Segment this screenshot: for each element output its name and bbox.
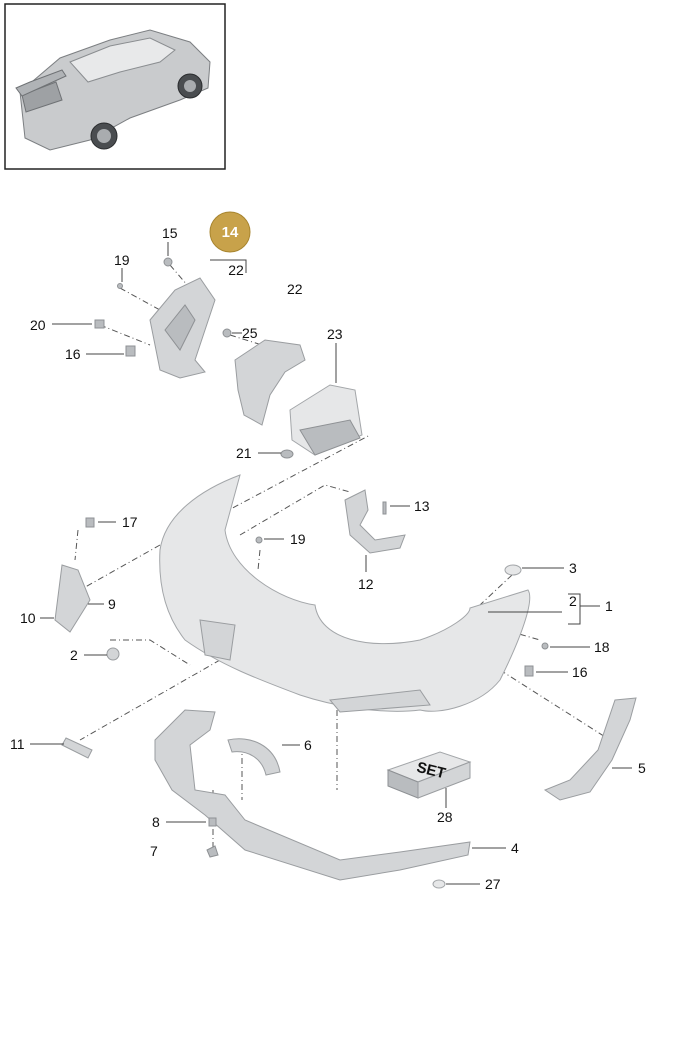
clip-icon	[524, 665, 534, 677]
clip-icon	[125, 345, 136, 357]
screw-icon	[255, 536, 263, 544]
callout-27: 27	[485, 876, 501, 892]
callout-3: 3	[569, 560, 577, 576]
part-lower-diffuser-4[interactable]	[154, 709, 471, 881]
callout-7: 7	[150, 843, 158, 859]
callout-23: 23	[327, 326, 343, 342]
badge-label: 14	[222, 224, 239, 241]
callout-12: 12	[358, 576, 374, 592]
group-badge[interactable]: 14 22	[209, 211, 251, 278]
callout-10: 10	[20, 610, 36, 626]
small-fasteners	[85, 257, 549, 889]
callout-22: 22	[287, 281, 303, 297]
callout-17: 17	[122, 514, 138, 530]
part-bracket-6[interactable]	[227, 738, 281, 776]
thumbnail-panel[interactable]	[4, 3, 226, 170]
callout-16-lower: 16	[572, 664, 588, 680]
grommet-icon	[504, 564, 522, 576]
callout-8: 8	[152, 814, 160, 830]
callout-16: 16	[65, 346, 81, 362]
clip-icon	[94, 319, 105, 329]
part-bracket-12[interactable]	[344, 489, 406, 554]
cap-icon	[106, 647, 120, 661]
part-side-trim-10[interactable]	[54, 564, 91, 633]
callout-6: 6	[304, 737, 312, 753]
callout-25: 25	[242, 325, 258, 341]
callout-20: 20	[30, 317, 46, 333]
callout-19-lower: 19	[290, 531, 306, 547]
set-label: SET	[415, 759, 447, 783]
leader-lines	[30, 242, 632, 885]
part-strip-11[interactable]	[61, 737, 93, 759]
callout-28: 28	[437, 809, 453, 825]
car-rear-view-icon	[15, 29, 211, 151]
grommet-icon	[432, 879, 446, 889]
callout-labels: 15 19 22 20 25 16 23 21 13 17 19 12 3 2 …	[10, 225, 646, 892]
callout-1: 1	[605, 598, 613, 614]
callout-2: 2	[569, 593, 577, 609]
part-side-strip-5[interactable]	[543, 697, 637, 801]
part-rear-bumper-cover[interactable]	[159, 474, 531, 713]
callout-18: 18	[594, 639, 610, 655]
assembly-lines	[74, 264, 611, 850]
part-bracket-upper[interactable]	[149, 277, 216, 379]
badge-sub-label: 22	[228, 262, 244, 278]
callout-5: 5	[638, 760, 646, 776]
callout-19: 19	[114, 252, 130, 268]
part-air-duct-23[interactable]	[289, 384, 363, 456]
set-box[interactable]: SET	[386, 751, 472, 799]
callout-2-lower: 2	[70, 647, 78, 663]
callout-11: 11	[10, 736, 25, 752]
screw-icon	[382, 501, 387, 515]
callout-21: 21	[236, 445, 252, 461]
clip-icon	[208, 817, 217, 827]
nut-icon	[222, 328, 232, 338]
screw-icon	[541, 642, 549, 650]
callout-4: 4	[511, 840, 519, 856]
callout-15: 15	[162, 225, 178, 241]
clip-icon	[85, 517, 95, 528]
clip-icon	[163, 257, 173, 267]
callout-13: 13	[414, 498, 430, 514]
clip-icon	[206, 845, 219, 858]
callout-9: 9	[108, 596, 116, 612]
screw-icon	[117, 283, 123, 289]
part-clip-21[interactable]	[280, 449, 294, 459]
badge-circle	[209, 211, 251, 253]
part-wheel-arch-liner[interactable]	[234, 339, 306, 426]
